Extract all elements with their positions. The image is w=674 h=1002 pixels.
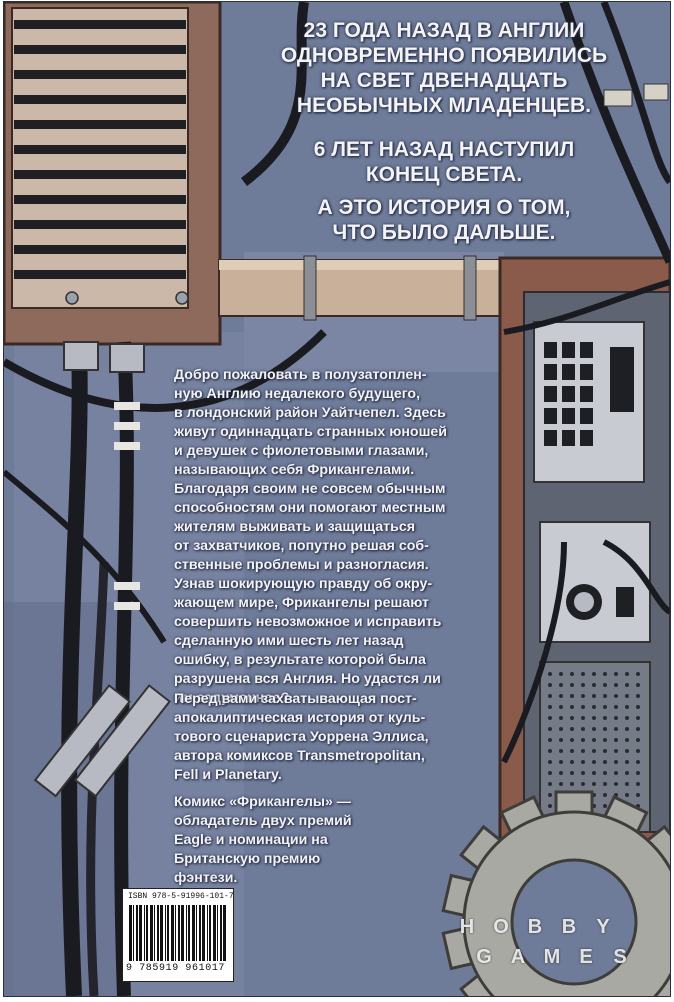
watermark-letter: E (579, 946, 593, 968)
body-line: Перед вами захватывающая пост- (174, 691, 417, 707)
body-line: автора комиксов Transmetropolitan, (174, 748, 425, 764)
body-line: Fell и Planetary. (174, 767, 282, 783)
body-line: от захватчиков, попутно решая соб- (174, 538, 429, 554)
body-line: ственные проблемы и разногласия. (174, 557, 429, 573)
body-line: фэнтези. (174, 870, 238, 886)
isbn-barcode: ISBN 978-5-91996-101-7 9 785919 961017 (122, 888, 234, 982)
body-line: сделанную ими шесть лет назад (174, 633, 404, 649)
synopsis-paragraph: Добро пожаловать в полузатоплен- ную Анг… (174, 366, 514, 708)
book-back-cover: 23 ГОДА НАЗАД В АНГЛИИ ОДНОВРЕМЕННО ПОЯВ… (4, 2, 670, 996)
body-line: апокалиптическая история от куль- (174, 710, 426, 726)
body-line: Узнав шокирующую правду об окру- (174, 576, 433, 592)
headline-line: НЕОБЫЧНЫХ МЛАДЕНЦЕВ. (296, 94, 592, 117)
body-line: обладатель двух премий (174, 813, 352, 829)
headline-block-3: А ЭТО ИСТОРИЯ О ТОМ, ЧТО БЫЛО ДАЛЬШЕ. (234, 195, 654, 245)
watermark-letter: H (459, 916, 475, 938)
headline-line: НА СВЕТ ДВЕНАДЦАТЬ (320, 69, 568, 92)
headline-line: КОНЕЦ СВЕТА. (365, 163, 523, 186)
watermark-letter: Y (596, 916, 610, 938)
body-line: ную Англию недалекого будущего, (174, 386, 421, 402)
watermark-letter: A (510, 946, 526, 968)
body-line: тового сценариста Уоррена Эллиса, (174, 729, 429, 745)
headline-line: ЧТО БЫЛО ДАЛЬШЕ. (332, 221, 556, 244)
headline-block-1: 23 ГОДА НАЗАД В АНГЛИИ ОДНОВРЕМЕННО ПОЯВ… (234, 18, 654, 118)
headline-line: 6 ЛЕТ НАЗАД НАСТУПИЛ (313, 138, 575, 161)
body-line: называющих себя Фрикангелами. (174, 462, 415, 478)
barcode-digits: 9 785919 961017 (126, 963, 226, 974)
body-line: в лондонский район Уайтчепел. Здесь (174, 405, 446, 421)
watermark-letter: M (543, 946, 561, 968)
headline-line: ОДНОВРЕМЕННО ПОЯВИЛИСЬ (280, 44, 608, 67)
body-line: Комикс «Фрикангелы» — (174, 794, 351, 810)
steampunk-background-art (4, 2, 670, 996)
body-line: живут одиннадцать странных юношей (174, 424, 448, 440)
body-line: жающем мире, Фрикангелы решают (174, 595, 429, 611)
body-line: Благодаря своим не совсем обычным (174, 481, 446, 497)
headline-line: 23 ГОДА НАЗАД В АНГЛИИ (303, 19, 585, 42)
body-line: способностям они помогают местным (174, 500, 446, 516)
body-line: им задуманное? (174, 690, 290, 706)
headline-block-2: 6 ЛЕТ НАЗАД НАСТУПИЛ КОНЕЦ СВЕТА. (234, 137, 654, 187)
body-line: совершить невозможное и исправить (174, 614, 442, 630)
watermark-letter: G (476, 946, 492, 968)
watermark-letter: S (613, 946, 627, 968)
watermark-letter: B (527, 916, 543, 938)
watermark-letter: B (561, 916, 577, 938)
barcode-bars (129, 905, 226, 961)
isbn-number: ISBN 978-5-91996-101-7 (128, 892, 234, 901)
body-line: и девушек с фиолетовыми глазами, (174, 443, 429, 459)
watermark-letter: O (493, 916, 509, 938)
body-line: Британскую премию (174, 851, 321, 867)
body-line: Добро пожаловать в полузатоплен- (174, 367, 427, 383)
body-line: Eagle и номинации на (174, 832, 328, 848)
awards-paragraph: Комикс «Фрикангелы» — обладатель двух пр… (174, 793, 514, 888)
author-paragraph: Перед вами захватывающая пост- апокалипт… (174, 690, 514, 785)
headline-line: А ЭТО ИСТОРИЯ О ТОМ, (317, 196, 571, 219)
body-line: разрушена вся Англия. Но удастся ли (174, 671, 441, 687)
body-line: жителям выживать и защищаться (174, 519, 415, 535)
body-line: ошибку, в результате которой была (174, 652, 426, 668)
